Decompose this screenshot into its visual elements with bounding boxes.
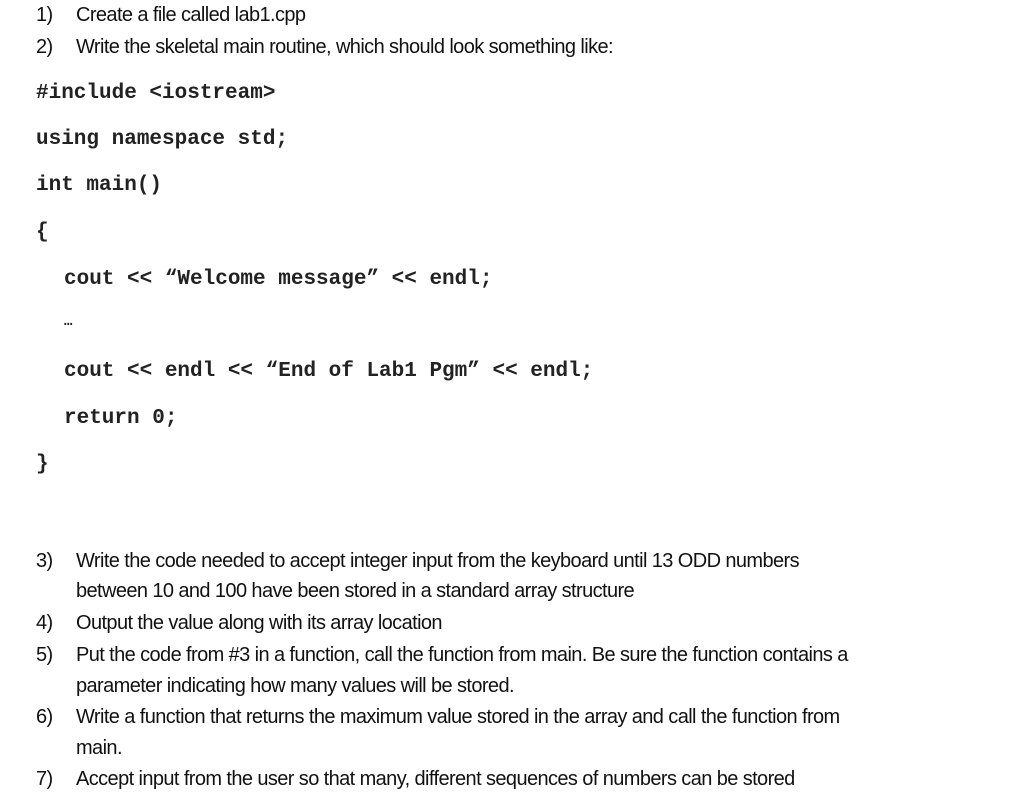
step-text: Accept input from the user so that many,…	[76, 768, 795, 790]
code-line-include: #include <iostream>	[36, 82, 276, 105]
code-line-return: return 0;	[64, 407, 178, 430]
code-line-open-brace: {	[36, 221, 49, 244]
step-6: 6) Write a function that returns the max…	[36, 706, 840, 729]
step-text: Write the skeletal main routine, which s…	[76, 36, 614, 58]
step-3: 3) Write the code needed to accept integ…	[36, 550, 800, 573]
step-5-continuation: parameter indicating how many values wil…	[76, 675, 515, 697]
step-text: Output the value along with its array lo…	[76, 612, 443, 634]
step-1: 1) Create a file called lab1.cpp	[36, 4, 306, 27]
step-3-continuation: between 10 and 100 have been stored in a…	[76, 580, 635, 602]
step-7: 7) Accept input from the user so that ma…	[36, 768, 795, 791]
step-number: 6)	[36, 706, 53, 728]
code-line-ellipsis: …	[64, 314, 73, 330]
step-text: Write the code needed to accept integer …	[76, 550, 800, 572]
step-number: 1)	[36, 4, 53, 26]
step-text: Create a file called lab1.cpp	[76, 4, 306, 26]
step-number: 4)	[36, 612, 53, 634]
step-5: 5) Put the code from #3 in a function, c…	[36, 644, 848, 667]
step-number: 2)	[36, 36, 53, 58]
step-6-continuation: main.	[76, 737, 123, 759]
step-text: Put the code from #3 in a function, call…	[76, 644, 848, 666]
step-4: 4) Output the value along with its array…	[36, 612, 443, 635]
code-line-using: using namespace std;	[36, 128, 289, 151]
step-text: Write a function that returns the maximu…	[76, 706, 840, 728]
code-line-welcome: cout << “Welcome message” << endl;	[64, 268, 493, 291]
step-number: 3)	[36, 550, 53, 572]
step-2: 2) Write the skeletal main routine, whic…	[36, 36, 614, 59]
step-number: 7)	[36, 768, 53, 790]
code-line-close-brace: }	[36, 453, 49, 476]
step-number: 5)	[36, 644, 53, 666]
code-line-main: int main()	[36, 174, 163, 197]
code-line-end: cout << endl << “End of Lab1 Pgm” << end…	[64, 360, 594, 383]
